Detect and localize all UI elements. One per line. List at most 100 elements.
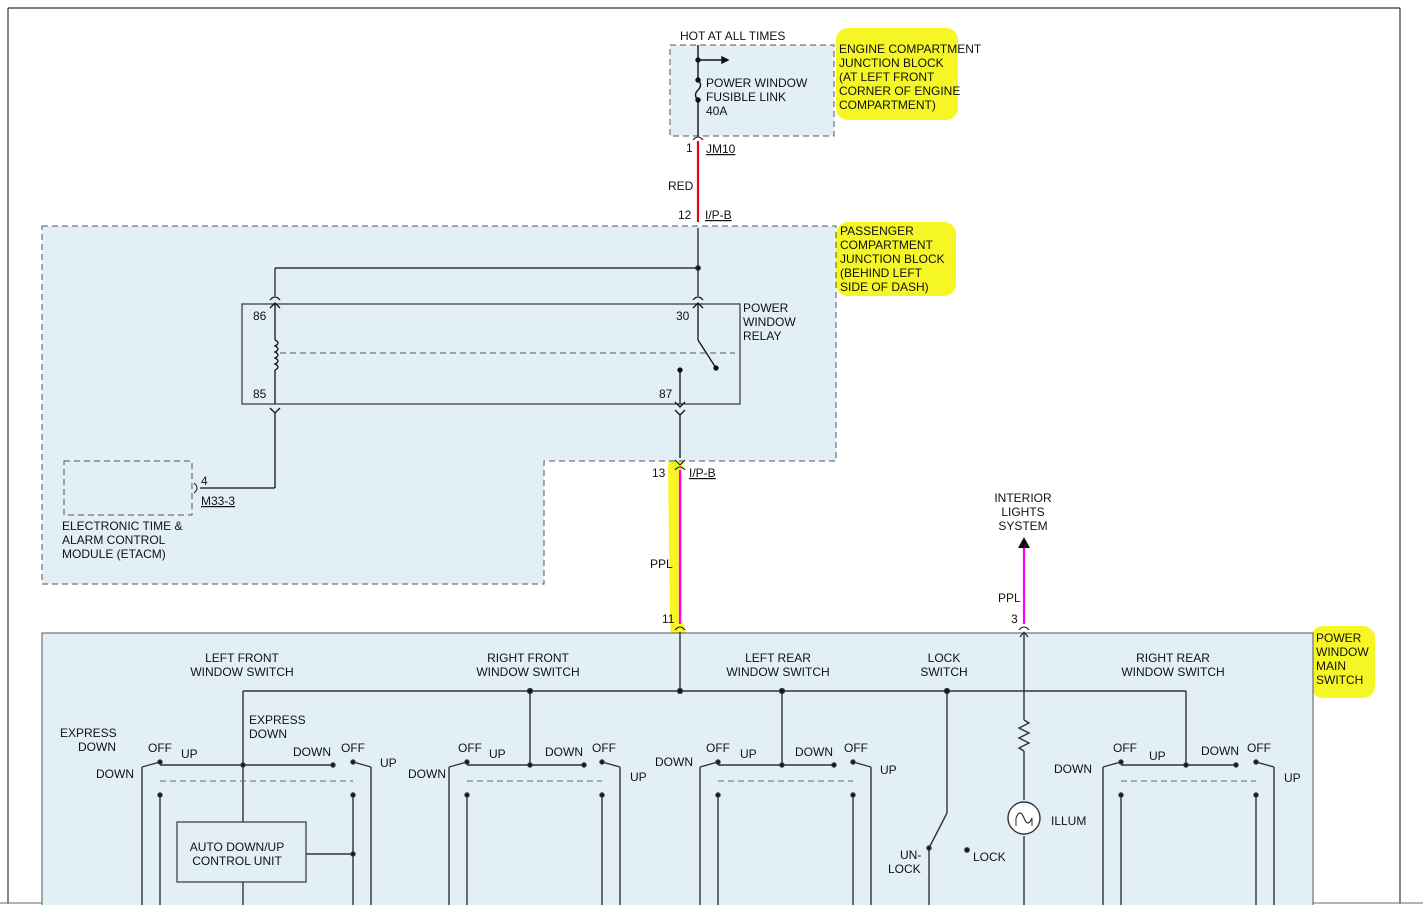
interior-lights-label: SYSTEM bbox=[998, 519, 1047, 533]
main-switch-name-line: POWER bbox=[1316, 631, 1362, 645]
passenger-block-name-line: (BEHIND LEFT bbox=[840, 266, 923, 280]
hot-at-all-times-label: HOT AT ALL TIMES bbox=[680, 29, 785, 43]
switch-pos-up: UP bbox=[380, 756, 397, 770]
switch-pos-off: OFF bbox=[706, 741, 730, 755]
interior-lights-label: LIGHTS bbox=[1001, 505, 1044, 519]
right-rear-switch-label: WINDOW SWITCH bbox=[1121, 665, 1224, 679]
etacm-name-line: MODULE (ETACM) bbox=[62, 547, 166, 561]
right-front-window-switch: DOWN OFF UP DOWN OFF UP bbox=[408, 741, 647, 905]
engine-block-name-line: (AT LEFT FRONT bbox=[839, 70, 935, 84]
switch-pos-down: DOWN bbox=[1201, 744, 1239, 758]
switch-pos-off: OFF bbox=[341, 741, 365, 755]
left-rear-switch-label: LEFT REAR bbox=[745, 651, 811, 665]
engine-junction-block: HOT AT ALL TIMES ENGINE COMPARTMENT JUNC… bbox=[669, 29, 982, 137]
left-rear-window-switch: DOWN OFF UP DOWN OFF UP bbox=[655, 741, 897, 905]
relay-name-line: RELAY bbox=[743, 329, 781, 343]
connector-pin-number: 3 bbox=[1011, 612, 1018, 626]
switch-pos-up: UP bbox=[1284, 771, 1301, 785]
connector-pin-number: 1 bbox=[686, 141, 693, 155]
switch-section-labels: LEFT FRONT WINDOW SWITCH RIGHT FRONT WIN… bbox=[190, 651, 1224, 679]
connector-name: JM10 bbox=[706, 142, 736, 156]
unlock-label: LOCK bbox=[888, 862, 921, 876]
jm10-connector: 1 JM10 bbox=[686, 136, 736, 156]
interior-lights-label: INTERIOR bbox=[994, 491, 1052, 505]
fusible-link-rating: 40A bbox=[706, 104, 727, 118]
main-switch-bus bbox=[242, 632, 1187, 822]
express-down-label: EXPRESS bbox=[249, 713, 306, 727]
switch-pos-down: DOWN bbox=[795, 745, 833, 759]
switch-pos-up: UP bbox=[489, 747, 506, 761]
fusible-link-label: POWER WINDOW bbox=[706, 76, 808, 90]
passenger-junction-block: PASSENGER COMPARTMENT JUNCTION BLOCK (BE… bbox=[41, 224, 945, 585]
relay-pin-86: 86 bbox=[253, 309, 267, 323]
right-rear-window-switch: DOWN OFF UP DOWN OFF UP bbox=[1054, 741, 1301, 905]
switch-pos-down: DOWN bbox=[293, 745, 331, 759]
relay-pin-30: 30 bbox=[676, 309, 690, 323]
relay-name-line: WINDOW bbox=[743, 315, 796, 329]
relay-pin-87: 87 bbox=[659, 387, 673, 401]
illum-label: ILLUM bbox=[1051, 814, 1086, 828]
passenger-block-name-line: JUNCTION BLOCK bbox=[840, 252, 945, 266]
passenger-block-name-line: SIDE OF DASH) bbox=[840, 280, 929, 294]
etacm-name-line: ALARM CONTROL bbox=[62, 533, 166, 547]
passenger-block-name-line: COMPARTMENT bbox=[840, 238, 934, 252]
express-down-label: EXPRESS bbox=[60, 726, 117, 740]
switch-pos-off: OFF bbox=[1113, 741, 1137, 755]
highlight-main-switch bbox=[1311, 626, 1375, 698]
switch-pos-down: DOWN bbox=[655, 755, 693, 769]
bulb-icon bbox=[1007, 801, 1041, 835]
auto-down-up-control-unit bbox=[176, 821, 307, 883]
switch-pos-up: UP bbox=[181, 747, 198, 761]
illumination-circuit: ILLUM bbox=[1007, 631, 1086, 905]
relay-name-line: POWER bbox=[743, 301, 789, 315]
main-switch-name-line: WINDOW bbox=[1316, 645, 1369, 659]
lock-label: LOCK bbox=[973, 850, 1006, 864]
lock-switch-label: SWITCH bbox=[920, 665, 967, 679]
etacm-module: 4 M33-3 ELECTRONIC TIME & ALARM CONTROL … bbox=[62, 460, 235, 561]
auto-unit-label: AUTO DOWN/UP bbox=[190, 840, 284, 854]
switch-pos-off: OFF bbox=[592, 741, 616, 755]
right-front-switch-label: WINDOW SWITCH bbox=[476, 665, 579, 679]
right-rear-switch-label: RIGHT REAR bbox=[1136, 651, 1210, 665]
switch-pos-up: UP bbox=[880, 763, 897, 777]
wire-color-label: PPL bbox=[998, 591, 1021, 605]
etacm-name-line: ELECTRONIC TIME & bbox=[62, 519, 182, 533]
passenger-block-wiring bbox=[274, 228, 701, 296]
switch-pos-down: DOWN bbox=[545, 745, 583, 759]
connector-name: M33-3 bbox=[201, 494, 235, 508]
right-front-switch-label: RIGHT FRONT bbox=[487, 651, 569, 665]
connector-pin-number: 11 bbox=[662, 612, 675, 626]
wire-color-label: PPL bbox=[650, 557, 673, 571]
connector-pin-number: 13 bbox=[652, 466, 666, 480]
lock-switch: UN- LOCK LOCK bbox=[888, 812, 1006, 905]
interior-lights-system: INTERIOR LIGHTS SYSTEM bbox=[994, 491, 1052, 548]
connector-name: I/P-B bbox=[705, 208, 732, 222]
switch-pos-off: OFF bbox=[148, 741, 172, 755]
relay-pin-85: 85 bbox=[253, 387, 267, 401]
switch-pos-off: OFF bbox=[1247, 741, 1271, 755]
fusible-link-label: FUSIBLE LINK bbox=[706, 90, 786, 104]
engine-block-name-line: ENGINE COMPARTMENT bbox=[839, 42, 982, 56]
highlight-passenger-block bbox=[836, 222, 956, 296]
switch-pos-up: UP bbox=[1149, 749, 1166, 763]
fusible-link-symbol bbox=[694, 45, 730, 136]
ipb-bottom-connector: 13 I/P-B bbox=[652, 459, 716, 480]
switch-pos-off: OFF bbox=[844, 741, 868, 755]
lock-switch-label: LOCK bbox=[928, 651, 961, 665]
express-down-label: DOWN bbox=[249, 727, 287, 741]
left-front-window-switch: EXPRESS DOWN EXPRESS DOWN DOWN OFF UP DO… bbox=[60, 713, 397, 905]
unlock-label: UN- bbox=[900, 848, 921, 862]
arrow-up-icon bbox=[1018, 537, 1030, 548]
main-switch-name-line: MAIN bbox=[1316, 659, 1346, 673]
power-window-relay: 86 85 30 87 POWER WINDOW RELAY bbox=[200, 296, 796, 489]
express-down-label: DOWN bbox=[78, 740, 116, 754]
left-front-switch-label: WINDOW SWITCH bbox=[190, 665, 293, 679]
switch-pos-down: DOWN bbox=[1054, 762, 1092, 776]
engine-block-name-line: CORNER OF ENGINE bbox=[839, 84, 960, 98]
connector-pin-number: 12 bbox=[678, 208, 692, 222]
switch-pos-off: OFF bbox=[458, 741, 482, 755]
left-rear-switch-label: WINDOW SWITCH bbox=[726, 665, 829, 679]
engine-block-name-line: COMPARTMENT) bbox=[839, 98, 936, 112]
wire-color-label: RED bbox=[668, 179, 694, 193]
